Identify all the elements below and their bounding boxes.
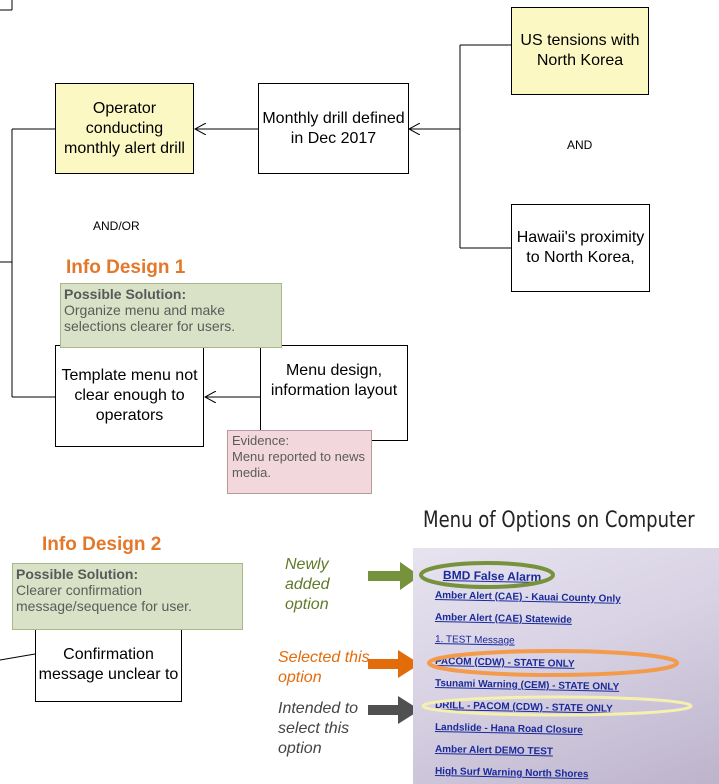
template-menu-box: Template menu not clear enough to operat… [55,345,204,447]
evidence-heading: Evidence: [232,433,290,448]
operator-box: Operator conducting monthly alert drill [55,83,194,174]
info-design-2-title: Info Design 2 [42,534,162,555]
solution-heading: Possible Solution: [64,286,187,302]
menu-photo-title: Menu of Options on Computer [423,508,695,533]
solution-heading: Possible Solution: [16,566,139,582]
and-or-label: AND/OR [93,219,140,233]
and-label: AND [567,138,593,152]
selected-annotation: Selected this option [278,649,370,686]
newly-added-annotation: Newly added option [285,556,330,613]
photo-highlights [419,561,693,717]
intended-annotation: Intended to select this option [278,700,359,757]
menu-design-box: Menu design, information layout [260,345,408,441]
solution-note-1: Possible Solution: Organize menu and mak… [60,283,282,348]
gray-arrow [368,696,420,724]
green-highlight-ellipse [419,561,555,589]
green-arrow [368,562,420,590]
yellow-highlight-ellipse [421,695,693,717]
info-design-1-title: Info Design 1 [66,257,186,278]
solution-text: Organize menu and make selections cleare… [64,302,236,334]
orange-highlight-ellipse [427,649,679,677]
solution-note-2: Possible Solution: Clearer confirmation … [12,563,243,630]
orange-arrow [368,650,420,678]
hawaii-box: Hawaii's proximity to North Korea, [511,204,650,292]
evidence-note: Evidence: Menu reported to news media. [227,430,372,494]
evidence-text: Menu reported to news media. [232,449,365,480]
solution-text: Clearer confirmation message/sequence fo… [16,582,192,614]
monthly-drill-box: Monthly drill defined in Dec 2017 [258,83,409,174]
us-tensions-box: US tensions with North Korea [511,7,649,95]
menu-photo: BMD False Alarm Amber Alert (CAE) - Kaua… [413,548,719,784]
